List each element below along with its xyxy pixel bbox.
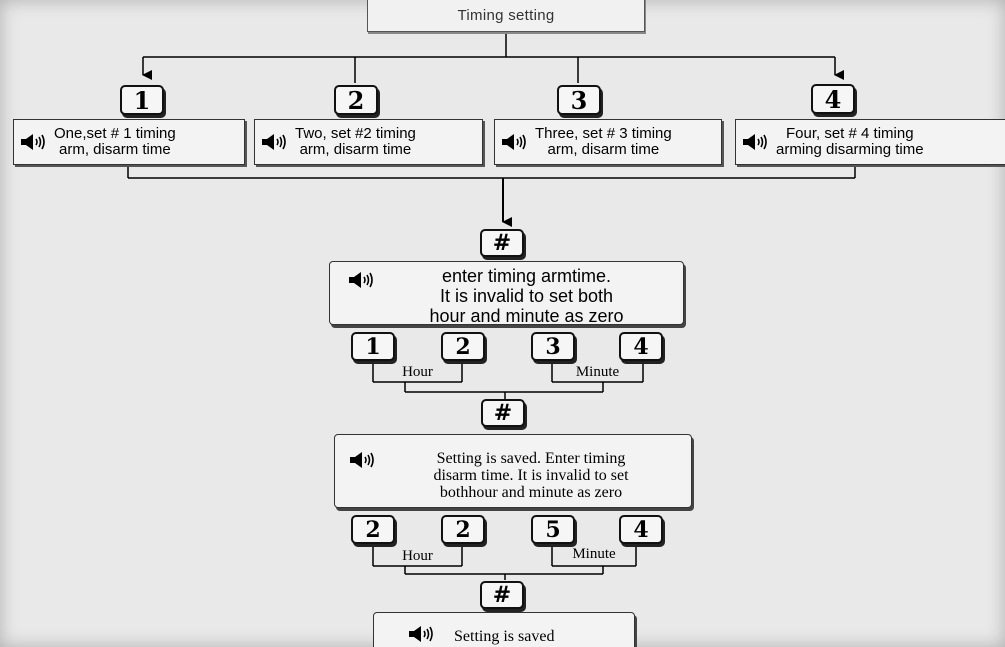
step-line-1: Four, set # 4 timing [785,125,914,142]
setting-saved-message: Setting is saved [373,612,635,647]
hour-label: Hour [402,364,433,380]
prompt-line-1: Setting is saved. Enter timing [436,450,626,467]
speaker-icon [348,271,378,289]
disarm-hour-key-1: 2 [351,515,395,544]
speaker-icon [349,451,379,469]
step-line-2: arm, disarm time [59,141,171,158]
step-box-4: Four, set # 4 timing arming disarming ti… [735,119,1005,165]
arm-minute-key-1: 3 [531,332,575,361]
speaker-icon [261,133,291,151]
speaker-icon [408,625,438,643]
arm-hour-key-2: 2 [441,332,485,361]
step-line-1: Two, set #2 timing [295,125,416,142]
step-box-2: Two, set #2 timing arm, disarm time [254,119,483,165]
disarm-minute-key-2: 4 [619,515,663,544]
minute-label: Minute [572,546,616,562]
minute-label: Minute [575,364,620,380]
prompt-line-2: disarm time. It is invalid to set [433,467,629,484]
step-line-2: arm, disarm time [547,141,660,158]
step-text-2: Two, set #2 timing arm, disarm time [295,126,416,158]
disarm-prompt-text: Setting is saved. Enter timing disarm ti… [375,450,687,501]
step-box-3: Three, set # 3 timing arm, disarm time [494,119,722,165]
step-box-1: One,set # 1 timing arm, disarm time [13,119,245,165]
arm-time-prompt: enter timing armtime. It is invalid to s… [329,261,684,326]
arm-hour-key-1: 1 [351,332,395,361]
prompt-line-2: It is invalid to set both [439,286,614,306]
step-key-1: 1 [120,85,164,115]
step-key-4: 4 [811,84,855,114]
hash-key-3: # [480,581,524,609]
speaker-icon [742,133,772,151]
step-text-3: Three, set # 3 timing arm, disarm time [535,126,672,158]
disarm-minute-key-1: 5 [531,515,575,544]
hour-label: Hour [402,548,433,564]
prompt-line-1: enter timing armtime. [441,266,612,286]
prompt-line-3: bothhour and minute as zero [439,484,623,501]
speaker-icon [20,133,50,151]
step-key-2: 2 [334,85,378,115]
speaker-icon [501,133,531,151]
diagram-title: Timing setting [367,0,645,32]
step-line-1: One,set # 1 timing [54,125,176,142]
step-line-2: arming disarming time [776,141,924,158]
saved-text: Setting is saved [454,628,555,645]
step-line-1: Three, set # 3 timing [535,125,672,142]
disarm-time-prompt: Setting is saved. Enter timing disarm ti… [334,434,692,508]
arm-minute-key-2: 4 [619,332,663,361]
hash-key-1: # [480,229,524,257]
prompt-line-3: hour and minute as zero [429,306,624,326]
step-text-1: One,set # 1 timing arm, disarm time [54,126,176,158]
disarm-hour-key-2: 2 [441,515,485,544]
step-line-2: arm, disarm time [299,141,412,158]
hash-key-2: # [481,399,525,427]
arm-prompt-text: enter timing armtime. It is invalid to s… [374,266,679,326]
step-key-3: 3 [557,85,601,115]
step-text-4: Four, set # 4 timing arming disarming ti… [776,126,924,158]
